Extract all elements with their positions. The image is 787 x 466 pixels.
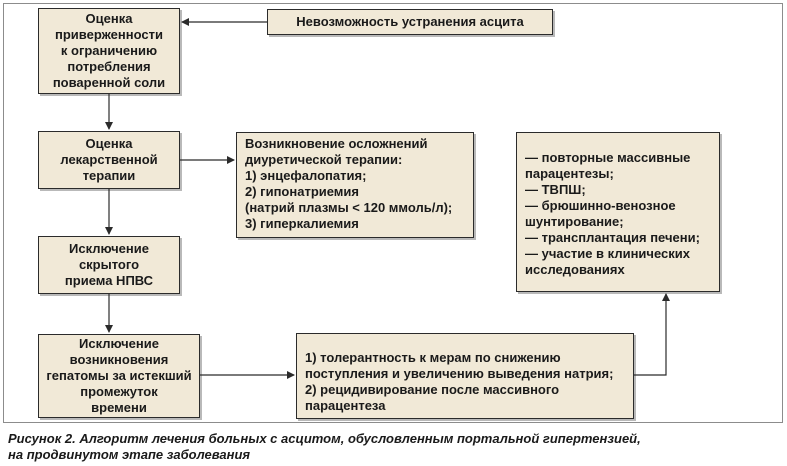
box-line: 3) гиперкалиемия <box>245 216 359 231</box>
box-line: 1) энцефалопатия; <box>245 168 367 183</box>
box-line: гепатомы за истекший <box>46 368 192 383</box>
box-line: потребления <box>67 59 151 74</box>
box-assess-salt-adherence: Оценка приверженности к ограничению потр… <box>38 8 180 94</box>
figure-caption: Рисунок 2. Алгоритм лечения больных с ас… <box>8 431 778 463</box>
box-line: лекарственной <box>60 152 158 167</box>
box-line: приема НПВС <box>64 273 154 288</box>
arrow-tolerance-to-options <box>634 293 670 376</box>
box-line: Оценка <box>85 11 133 26</box>
box-line: поступления и увеличению выведения натри… <box>305 366 614 381</box>
box-treatment-options: — повторные массивные парацентезы; — ТВП… <box>516 132 720 292</box>
box-line: промежуток <box>80 384 158 399</box>
box-line: — трансплантация печени; <box>525 230 700 245</box>
box-line: шунтирование; <box>525 214 624 229</box>
box-line: Исключение <box>79 336 159 351</box>
box-ascites-refractory: Невозможность устранения асцита <box>267 9 553 35</box>
box-line: диуретической терапии: <box>245 152 403 167</box>
box-line: к ограничению <box>60 43 158 58</box>
box-assess-drug-therapy: Оценка лекарственной терапии <box>38 131 180 189</box>
box-exclude-nsaid: Исключение скрытого приема НПВС <box>38 236 180 294</box>
box-exclude-hepatoma: Исключение возникновения гепатомы за ист… <box>38 334 200 418</box>
box-line: скрытого <box>78 257 140 272</box>
box-line: приверженности <box>55 27 163 42</box>
box-line: Возникновение осложнений <box>245 136 428 151</box>
box-line: Исключение <box>69 241 149 256</box>
box-line: поваренной соли <box>52 75 166 90</box>
box-tolerance-recurrence: 1) толерантность к мерам по снижению пос… <box>296 333 634 419</box>
box-line: — участие в клинических <box>525 246 690 261</box>
box-line: терапии <box>82 168 136 183</box>
box-line: исследованиях <box>525 262 625 277</box>
box-line: — ТВПШ; <box>525 182 586 197</box>
caption-line: Рисунок 2. Алгоритм лечения больных с ас… <box>8 431 641 446</box>
box-line: возникновения <box>69 352 169 367</box>
caption-line: на продвинутом этапе заболевания <box>8 447 251 462</box>
box-line: — повторные массивные <box>525 150 691 165</box>
box-line: 2) рецидивирование после массивного <box>305 382 560 397</box>
box-line: — брюшинно-венозное <box>525 198 676 213</box>
box-line: (натрий плазмы < 120 ммоль/л); <box>245 200 453 215</box>
box-line: времени <box>91 400 147 415</box>
box-line: Невозможность устранения асцита <box>296 14 524 29</box>
box-line: парацентезы; <box>525 166 614 181</box>
box-line: 1) толерантность к мерам по снижению <box>305 350 561 365</box>
box-diuretic-complications: Возникновение осложнений диуретической т… <box>236 132 474 238</box>
box-line: 2) гипонатриемия <box>245 184 360 199</box>
box-line: Оценка <box>85 136 133 151</box>
box-line: парацентеза <box>305 398 386 413</box>
